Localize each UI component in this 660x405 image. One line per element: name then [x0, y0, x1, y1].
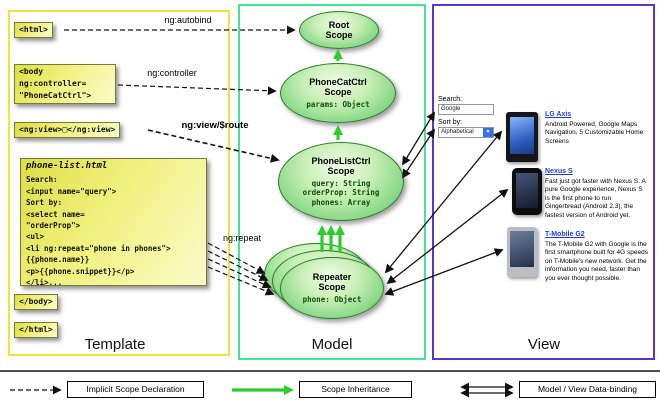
phone-list-template-box: phone-list.html Search: <input name="que…	[20, 158, 207, 288]
legend-model-view-data-binding: Model / View Data-binding	[519, 381, 656, 398]
code-line: Sort by:	[26, 198, 63, 208]
phone-link[interactable]: LG Axis	[545, 111, 572, 118]
search-input[interactable]: Google	[438, 104, 494, 115]
phonelistctrl-scope-ellipse: PhoneListCtrl Scope query: String orderP…	[278, 142, 404, 221]
code-line: <body	[19, 67, 44, 76]
phone-screen	[510, 231, 534, 267]
code-line: <li ng:repeat="phone in phones">	[26, 243, 171, 253]
phone-link[interactable]: T-Mobile G2	[545, 231, 585, 238]
html-close-tag-box: </html>	[14, 322, 58, 338]
repeater-scope-ellipse: Repeater Scope phone: Object	[280, 257, 384, 319]
code-line: Search:	[26, 175, 58, 185]
model-panel-label: Model	[311, 336, 353, 353]
body-open-tag-box: <body ng:controller= "PhoneCatCtrl">	[14, 64, 116, 104]
root-scope-ellipse: Root Scope	[299, 11, 379, 49]
sort-by-label: Sort by:	[438, 119, 463, 126]
phone-image-nexus-s	[512, 168, 542, 215]
scope-title: Root Scope	[325, 20, 353, 40]
phone-description: Fast just got faster with Nexus S. A pur…	[545, 178, 646, 219]
phone-description: The T-Mobile G2 with Google is the first…	[545, 241, 648, 282]
code-line: <ul>	[26, 232, 45, 242]
code-line: <input name="query">	[26, 186, 117, 196]
code-line: <select name=	[26, 209, 85, 219]
phone-link[interactable]: Nexus S	[545, 168, 573, 175]
dropdown-arrow-icon: ▾	[483, 128, 493, 137]
ng-view-route-label: ng:view/$route	[181, 120, 249, 131]
scope-title: Repeater Scope	[312, 271, 352, 292]
code-line: ng:controller=	[19, 79, 87, 88]
code-line: "PhoneCatCtrl">	[19, 91, 92, 100]
phone-image-tmobile-g2	[507, 227, 537, 277]
legend-implicit-scope-declaration: Implicit Scope Declaration	[67, 381, 204, 398]
code-line: "orderProp">	[26, 221, 81, 231]
sort-select-value: Alphabetical	[441, 129, 474, 135]
legend-scope-inheritance: Scope Inheritance	[299, 381, 412, 398]
search-label: Search:	[438, 96, 463, 103]
scope-title: PhoneCatCtrl Scope	[309, 76, 367, 97]
sort-select[interactable]: Alphabetical ▾	[438, 127, 494, 138]
phone-screen	[516, 173, 538, 208]
ng-view-tag-box: <ng:view>□</ng:view>	[14, 122, 121, 138]
code-line: {{phone.name}}	[26, 255, 90, 265]
view-panel-label: View	[527, 336, 561, 353]
ng-controller-label: ng:controller	[147, 68, 197, 78]
template-panel-label: Template	[84, 336, 146, 353]
ng-autobind-label: ng:autobind	[164, 15, 212, 25]
template-file-name: phone-list.html	[26, 161, 108, 171]
scope-property: phone: Object	[302, 294, 362, 304]
phonecatctrl-scope-ellipse: PhoneCatCtrl Scope params: Object	[280, 63, 396, 123]
scope-property: query: String	[311, 178, 371, 188]
scope-title: PhoneListCtrl Scope	[311, 155, 371, 176]
scope-property: orderProp: String	[302, 188, 380, 198]
body-close-tag-box: </body>	[14, 294, 58, 310]
code-line: <p>{{phone.snippet}}</p>	[26, 266, 135, 276]
scope-property: params: Object	[306, 99, 370, 109]
search-input-value: Google	[441, 106, 461, 112]
html-open-tag-box: <html>	[14, 22, 53, 38]
code-line: </li>...	[26, 278, 63, 288]
phone-description: Android Powered, Google Maps Navigation,…	[545, 121, 644, 145]
phone-screen	[510, 117, 534, 154]
ng-repeat-label: ng:repeat	[222, 233, 262, 243]
scope-property: phones: Array	[311, 197, 371, 207]
phone-image-lg-axis	[506, 112, 538, 162]
